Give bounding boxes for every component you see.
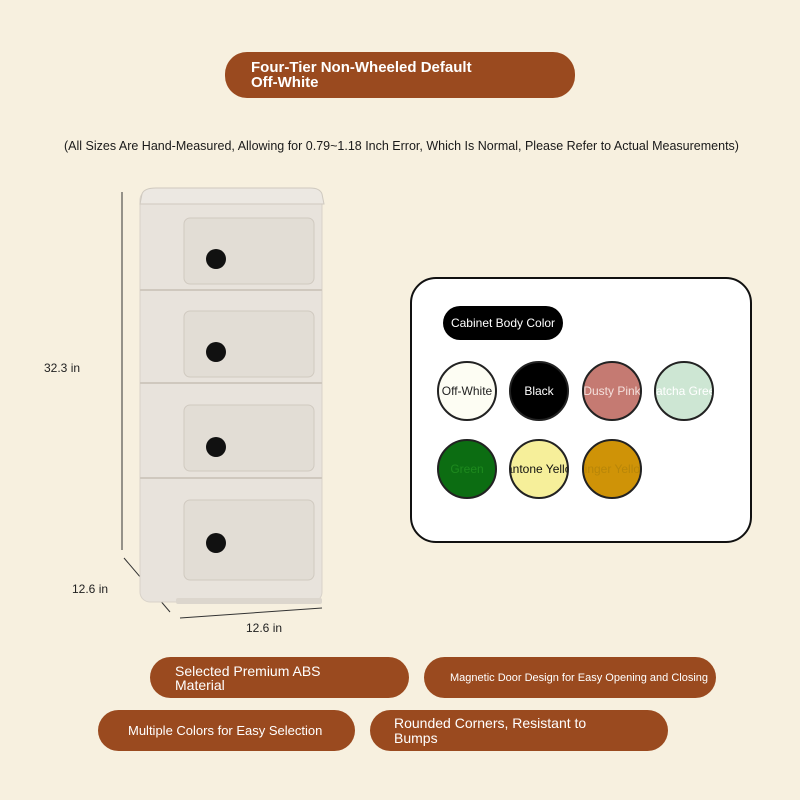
swatch-matcha-green[interactable]: Matcha Green — [654, 361, 714, 421]
title-line-1: Four-Tier Non-Wheeled Default — [251, 59, 472, 76]
cabinet-illustration — [121, 187, 325, 619]
feature-corners-line-2: Bumps — [394, 729, 438, 746]
feature-abs-material: Selected Premium ABS Material — [150, 657, 409, 698]
feature-corners-line-1: Rounded Corners, Resistant to — [394, 714, 587, 731]
swatch-black[interactable]: Black — [509, 361, 569, 421]
door-handle-3 — [206, 437, 226, 457]
color-options-panel: Cabinet Body Color Off-White Black Dusty… — [410, 277, 752, 543]
cabinet-door-2 — [183, 310, 315, 378]
swatch-label: Off-White — [441, 384, 493, 398]
swatch-label: Matcha Green — [655, 384, 712, 398]
depth-label: 12.6 in — [72, 582, 109, 596]
swatch-label: Pantone Yellow — [511, 462, 567, 476]
cabinet-top-rim — [139, 187, 325, 205]
swatch-dusty-pink[interactable]: Dusty Pink — [582, 361, 642, 421]
title-line-2: Off-White — [251, 74, 319, 91]
door-handle-2 — [206, 342, 226, 362]
cabinet-door-3 — [183, 404, 315, 472]
height-label: 32.3 in — [44, 361, 81, 375]
cabinet-door-4 — [183, 499, 315, 581]
swatch-label: Green — [450, 462, 484, 476]
width-dimension-line — [179, 607, 323, 619]
feature-rounded-corners: Rounded Corners, Resistant to Bumps — [370, 710, 668, 751]
swatch-label: Black — [524, 384, 554, 398]
swatch-off-white[interactable]: Off-White — [437, 361, 497, 421]
cabinet-base — [176, 598, 322, 604]
width-label: 12.6 in — [246, 621, 283, 635]
measurement-note: (All Sizes Are Hand-Measured, Allowing f… — [64, 139, 739, 153]
door-handle-1 — [206, 249, 226, 269]
swatch-label: Ginger Yellow — [584, 462, 641, 476]
cabinet-body-color-label: Cabinet Body Color — [443, 306, 563, 340]
title-banner: Four-Tier Non-Wheeled Default Off-White — [225, 52, 575, 98]
swatch-label: Dusty Pink — [583, 384, 641, 398]
cabinet-door-1 — [183, 217, 315, 285]
feature-magnetic-door: Magnetic Door Design for Easy Opening an… — [424, 657, 716, 698]
feature-magnetic-label: Magnetic Door Design for Easy Opening an… — [450, 671, 709, 684]
feature-multiple-colors: Multiple Colors for Easy Selection — [98, 710, 355, 751]
feature-abs-line-1: Selected Premium ABS — [175, 662, 321, 679]
feature-abs-line-2: Material — [175, 676, 225, 693]
swatch-pantone-yellow[interactable]: Pantone Yellow — [509, 439, 569, 499]
swatch-ginger-yellow[interactable]: Ginger Yellow — [582, 439, 642, 499]
swatch-green[interactable]: Green — [437, 439, 497, 499]
feature-colors-label: Multiple Colors for Easy Selection — [128, 723, 323, 738]
door-handle-4 — [206, 533, 226, 553]
